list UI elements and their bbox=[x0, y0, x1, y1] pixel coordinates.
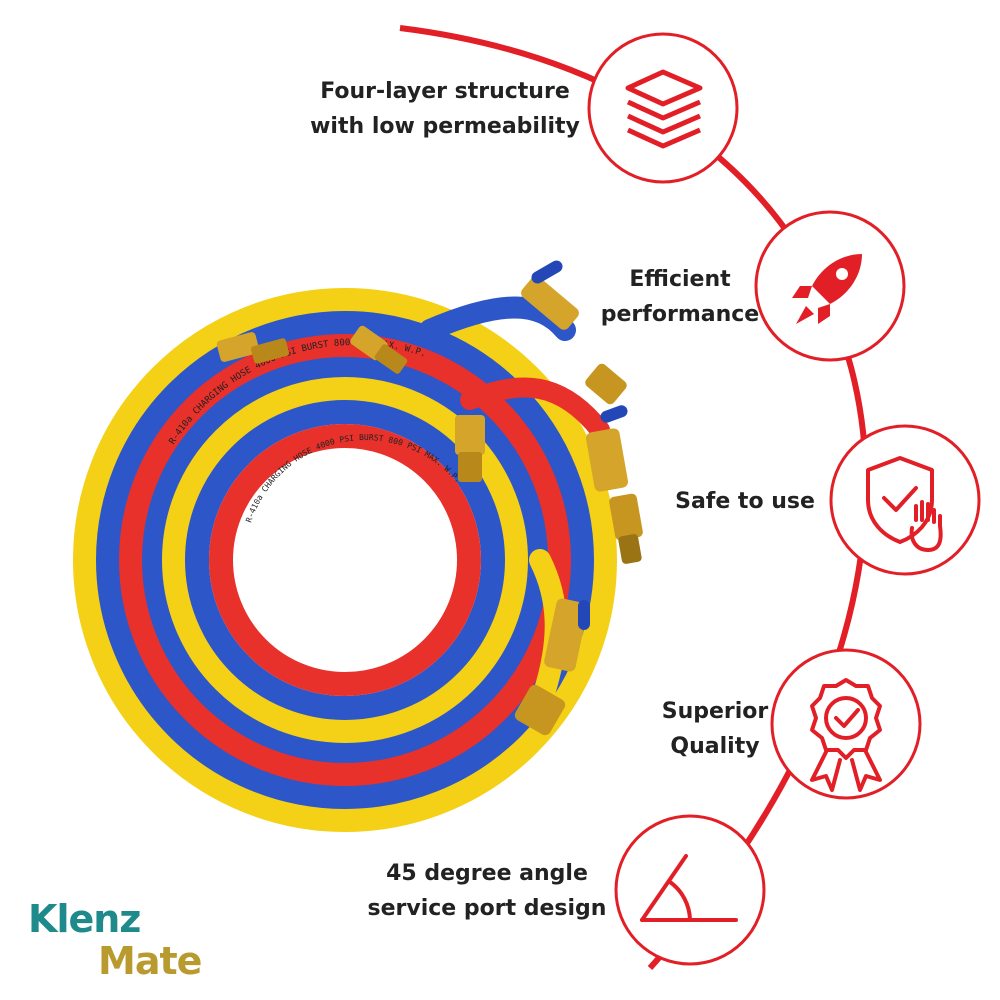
feature-4-line2: Quality bbox=[670, 734, 760, 759]
feature-label-3: Safe to use bbox=[665, 484, 825, 519]
angle-icon bbox=[640, 854, 738, 922]
feature-label-5: 45 degree angle service port design bbox=[352, 856, 622, 926]
rocket-icon bbox=[792, 254, 862, 324]
feature-2-line2: performance bbox=[600, 302, 760, 327]
hose-blue-outer bbox=[96, 311, 594, 809]
feature-label-4: Superior Quality bbox=[640, 694, 790, 764]
feature-2-line1: Efficient bbox=[629, 267, 731, 292]
feature-icon-circle-5 bbox=[614, 814, 766, 966]
layers-icon bbox=[625, 69, 703, 149]
logo-line1: Klenz bbox=[28, 897, 141, 941]
hose-red-inner bbox=[209, 424, 481, 696]
feature-icon-circle-3 bbox=[829, 424, 981, 576]
fitting-mid-right bbox=[455, 415, 485, 482]
award-ribbon-icon bbox=[810, 678, 882, 792]
feature-label-1: Four-layer structure with low permeabili… bbox=[310, 74, 580, 144]
hose-yellow-outer bbox=[73, 288, 617, 832]
fitting-top-left bbox=[216, 332, 290, 364]
feature-icon-circle-2 bbox=[754, 210, 906, 362]
feature-3-line1: Safe to use bbox=[675, 489, 815, 514]
shield-check-hand-icon bbox=[866, 456, 943, 552]
logo-line2: Mate bbox=[98, 939, 202, 983]
hose-red-outer bbox=[119, 334, 571, 786]
fitting-center bbox=[350, 325, 408, 374]
feature-icon-circle-1 bbox=[587, 32, 739, 184]
feature-icon-circle-4 bbox=[770, 648, 922, 800]
feature-5-line2: service port design bbox=[367, 896, 607, 921]
brand-logo: Klenz Mate bbox=[28, 897, 202, 983]
feature-label-2: Efficient performance bbox=[590, 262, 770, 332]
valve-lower bbox=[514, 598, 590, 736]
hose-yellow-inner bbox=[162, 377, 528, 743]
hose-end-red bbox=[460, 377, 610, 440]
hose-coil: R-410a CHARGING HOSE 4000 PSI BURST 800 … bbox=[73, 260, 643, 832]
hose-blue-inner bbox=[185, 400, 505, 720]
feature-1-line2: with low permeability bbox=[310, 114, 580, 139]
valve-middle bbox=[585, 405, 643, 564]
valve-upper bbox=[521, 260, 627, 405]
feature-1-line1: Four-layer structure bbox=[320, 79, 570, 104]
feature-5-line1: 45 degree angle bbox=[386, 861, 588, 886]
feature-4-line1: Superior bbox=[661, 699, 769, 724]
